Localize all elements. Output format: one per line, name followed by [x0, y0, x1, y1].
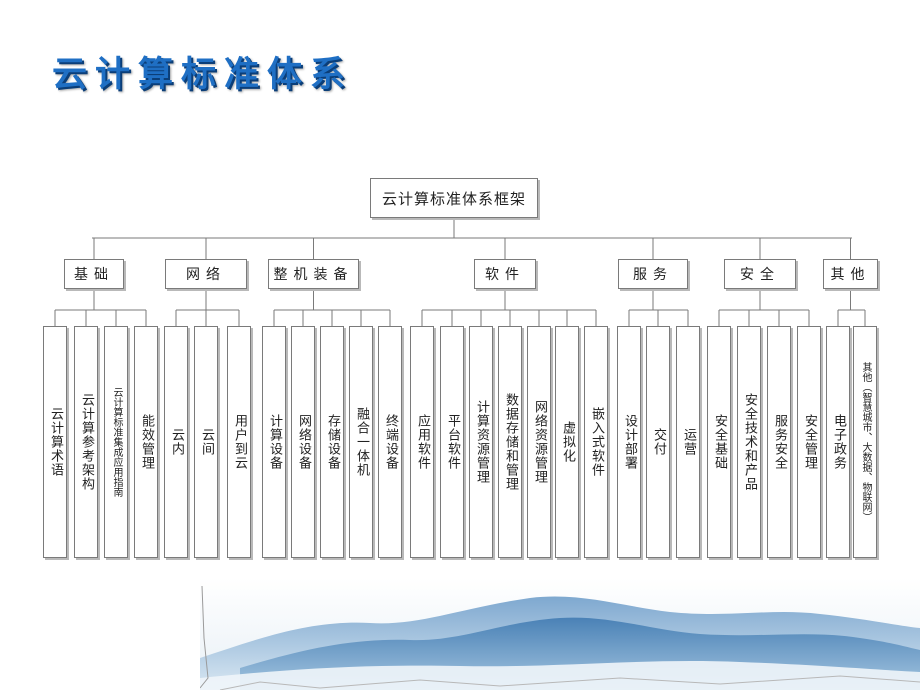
- mountain-landscape-image: [200, 578, 920, 690]
- leaf-label: 虚拟化: [560, 421, 575, 463]
- leaf-label: 云计算参考架构: [79, 393, 94, 491]
- leaf-box: 云计算标准集成应用指南: [104, 326, 128, 558]
- leaf-box: 运营: [676, 326, 700, 558]
- category-label: 其他: [830, 267, 871, 283]
- leaf-box: 终端设备: [378, 326, 402, 558]
- leaf-label: 安全管理: [802, 414, 817, 470]
- leaf-label: 云内: [169, 428, 184, 456]
- leaf-box: 用户到云: [227, 326, 251, 558]
- leaf-label: 平台软件: [445, 414, 460, 470]
- leaf-box: 存储设备: [320, 326, 344, 558]
- leaf-box: 安全基础: [707, 326, 731, 558]
- leaf-box: 计算设备: [262, 326, 286, 558]
- leaf-box: 数据存储和管理: [498, 326, 522, 558]
- leaf-label: 网络设备: [296, 414, 311, 470]
- leaf-label: 数据存储和管理: [503, 393, 518, 491]
- leaf-label: 网络资源管理: [532, 400, 547, 484]
- leaf-box: 设计部署: [617, 326, 641, 558]
- leaf-label: 服务安全: [772, 414, 787, 470]
- leaf-label: 云计算标准集成应用指南: [111, 387, 122, 497]
- leaf-label: 计算设备: [267, 414, 282, 470]
- leaf-label: 安全基础: [712, 414, 727, 470]
- leaf-box: 其他（智慧城市、大数据、物联网）: [853, 326, 877, 558]
- category-label: 整机装备: [273, 267, 354, 283]
- leaf-label: 云间: [199, 428, 214, 456]
- leaf-box: 网络资源管理: [527, 326, 551, 558]
- category-box-6: 安全: [724, 259, 796, 289]
- category-box-1: 基础: [64, 259, 124, 289]
- leaf-box: 安全管理: [797, 326, 821, 558]
- category-label: 服务: [633, 267, 673, 283]
- leaf-box: 应用软件: [410, 326, 434, 558]
- leaf-label: 能效管理: [139, 414, 154, 470]
- leaf-box: 计算资源管理: [469, 326, 493, 558]
- leaf-label: 计算资源管理: [474, 400, 489, 484]
- leaf-box: 嵌入式软件: [584, 326, 608, 558]
- leaf-box: 云计算术语: [43, 326, 67, 558]
- root-box: 云计算标准体系框架: [370, 178, 538, 218]
- leaf-box: 服务安全: [767, 326, 791, 558]
- page-title: 云计算标准体系: [52, 54, 354, 95]
- category-box-3: 整机装备: [268, 259, 359, 289]
- leaf-label: 嵌入式软件: [589, 407, 604, 477]
- category-label: 软件: [485, 267, 525, 283]
- leaf-box: 电子政务: [826, 326, 850, 558]
- category-box-5: 服务: [618, 259, 688, 289]
- root-label: 云计算标准体系框架: [381, 189, 526, 208]
- leaf-label: 融合一体机: [354, 407, 369, 477]
- category-box-7: 其他: [823, 259, 878, 289]
- leaf-label: 交付: [651, 428, 666, 456]
- leaf-label: 云计算术语: [48, 407, 63, 477]
- leaf-label: 设计部署: [622, 414, 637, 470]
- leaf-box: 云间: [194, 326, 218, 558]
- category-box-4: 软件: [474, 259, 536, 289]
- leaf-label: 电子政务: [831, 414, 846, 470]
- leaf-box: 平台软件: [440, 326, 464, 558]
- leaf-label: 运营: [681, 428, 696, 456]
- leaf-label: 用户到云: [232, 414, 247, 470]
- leaf-box: 虚拟化: [555, 326, 579, 558]
- leaf-label: 应用软件: [415, 414, 430, 470]
- leaf-label: 终端设备: [383, 414, 398, 470]
- category-label: 网络: [186, 267, 226, 283]
- leaf-box: 网络设备: [291, 326, 315, 558]
- leaf-box: 能效管理: [134, 326, 158, 558]
- leaf-box: 安全技术和产品: [737, 326, 761, 558]
- leaf-label: 其他（智慧城市、大数据、物联网）: [860, 362, 871, 522]
- leaf-box: 云内: [164, 326, 188, 558]
- leaf-box: 融合一体机: [349, 326, 373, 558]
- leaf-label: 存储设备: [325, 414, 340, 470]
- leaf-box: 云计算参考架构: [74, 326, 98, 558]
- category-label: 基础: [74, 267, 114, 283]
- leaf-label: 安全技术和产品: [742, 393, 757, 491]
- category-label: 安全: [740, 267, 780, 283]
- leaf-box: 交付: [646, 326, 670, 558]
- category-box-2: 网络: [165, 259, 247, 289]
